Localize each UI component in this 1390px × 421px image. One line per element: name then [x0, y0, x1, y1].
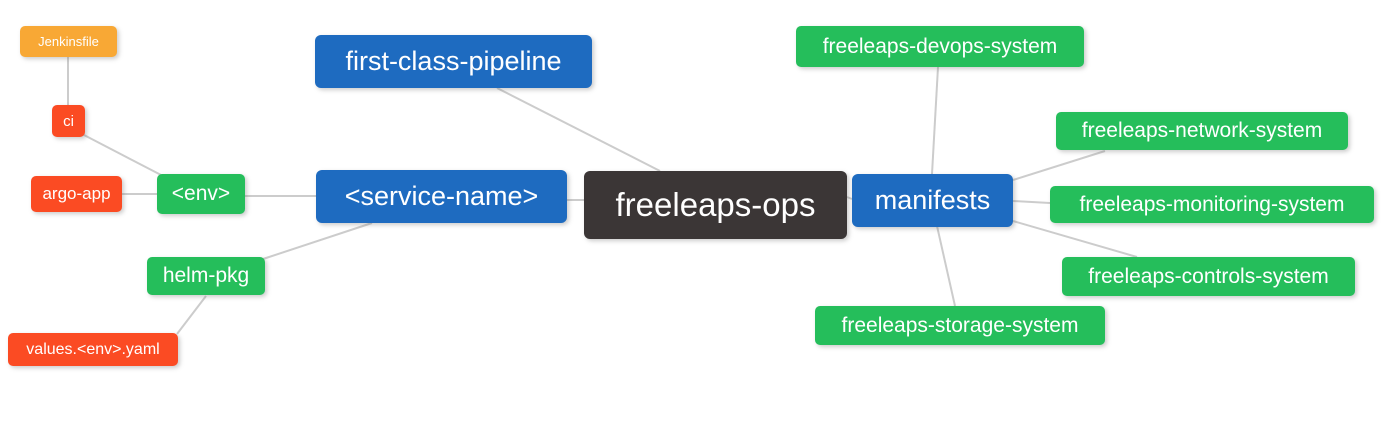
node-controls-system[interactable]: freeleaps-controls-system: [1062, 257, 1355, 296]
edge-manifests-monitoring: [1012, 200, 1051, 204]
edge-manifests-storage: [936, 225, 956, 307]
node-manifests[interactable]: manifests: [852, 174, 1013, 227]
node-ci[interactable]: ci: [52, 105, 85, 137]
node-values-env-yaml[interactable]: values.<env>.yaml: [8, 333, 178, 366]
node-argo-app[interactable]: argo-app: [31, 176, 122, 212]
node-jenkinsfile[interactable]: Jenkinsfile: [20, 26, 117, 57]
node-network-system[interactable]: freeleaps-network-system: [1056, 112, 1348, 150]
node-freeleaps-ops-root[interactable]: freeleaps-ops: [584, 171, 847, 239]
edge-root-first-class-pipeline: [496, 87, 661, 172]
edge-manifests-devops: [931, 66, 939, 175]
node-first-class-pipeline[interactable]: first-class-pipeline: [315, 35, 592, 88]
edge-manifests-network: [1012, 150, 1106, 181]
edge-manifests-controls: [1012, 220, 1138, 258]
edge-env-ci: [83, 134, 164, 177]
node-env[interactable]: <env>: [157, 174, 245, 214]
edge-service-name-helm-pkg: [262, 222, 373, 260]
node-monitoring-system[interactable]: freeleaps-monitoring-system: [1050, 186, 1374, 223]
edge-root-manifests: [846, 196, 853, 200]
node-helm-pkg[interactable]: helm-pkg: [147, 257, 265, 295]
node-service-name[interactable]: <service-name>: [316, 170, 567, 223]
edge-helm-pkg-values: [176, 295, 207, 335]
node-storage-system[interactable]: freeleaps-storage-system: [815, 306, 1105, 345]
node-devops-system[interactable]: freeleaps-devops-system: [796, 26, 1084, 67]
